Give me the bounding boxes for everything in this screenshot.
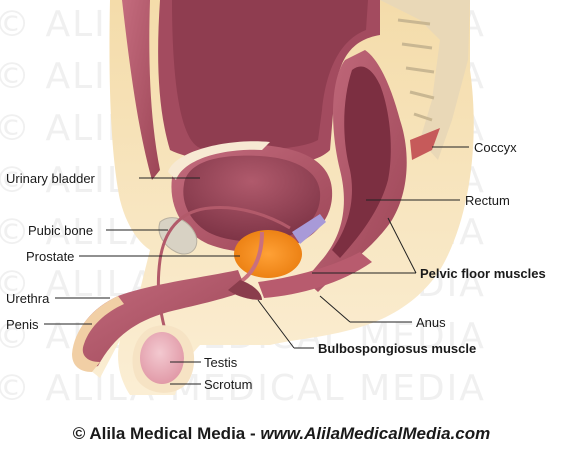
bulbospongiosus [228,280,262,300]
label-scrotum: Scrotum [204,377,253,392]
spine-segments [397,18,435,122]
penis-shaft [74,270,246,368]
seminal-vesicle [292,214,326,244]
pelvic-floor [258,252,372,298]
sacrum [380,0,470,160]
leader-lines [44,146,469,385]
penis-skin [72,296,124,372]
label-urethra: Urethra [6,291,50,306]
credit-owner: © Alila Medical Media - [72,424,261,443]
label-coccyx: Coccyx [474,140,517,155]
abdominal-cavity-inner [172,0,368,150]
rectum-lumen [332,66,391,258]
prostate-gland [234,230,302,278]
testis-shape [140,332,184,384]
label-bulbospongiosus-muscle: Bulbospongiosus muscle [318,341,477,356]
abdominal-wall [122,0,160,180]
bladder-lumen [183,155,321,242]
label-urinary-bladder: Urinary bladder [6,171,95,186]
coccyx-shape [410,128,440,160]
label-prostate: Prostate [26,249,75,264]
credit-url: www.AlilaMedicalMedia.com [260,424,491,443]
label-pubic-bone: Pubic bone [28,223,94,238]
label-testis: Testis [204,355,238,370]
label-pelvic-floor-muscles: Pelvic floor muscles [420,266,546,281]
label-anus: Anus [416,315,446,330]
label-rectum: Rectum [465,193,510,208]
credit-line: © Alila Medical Media - www.AlilaMedical… [0,424,563,444]
label-penis: Penis [6,317,39,332]
bladder-fat [168,141,270,180]
